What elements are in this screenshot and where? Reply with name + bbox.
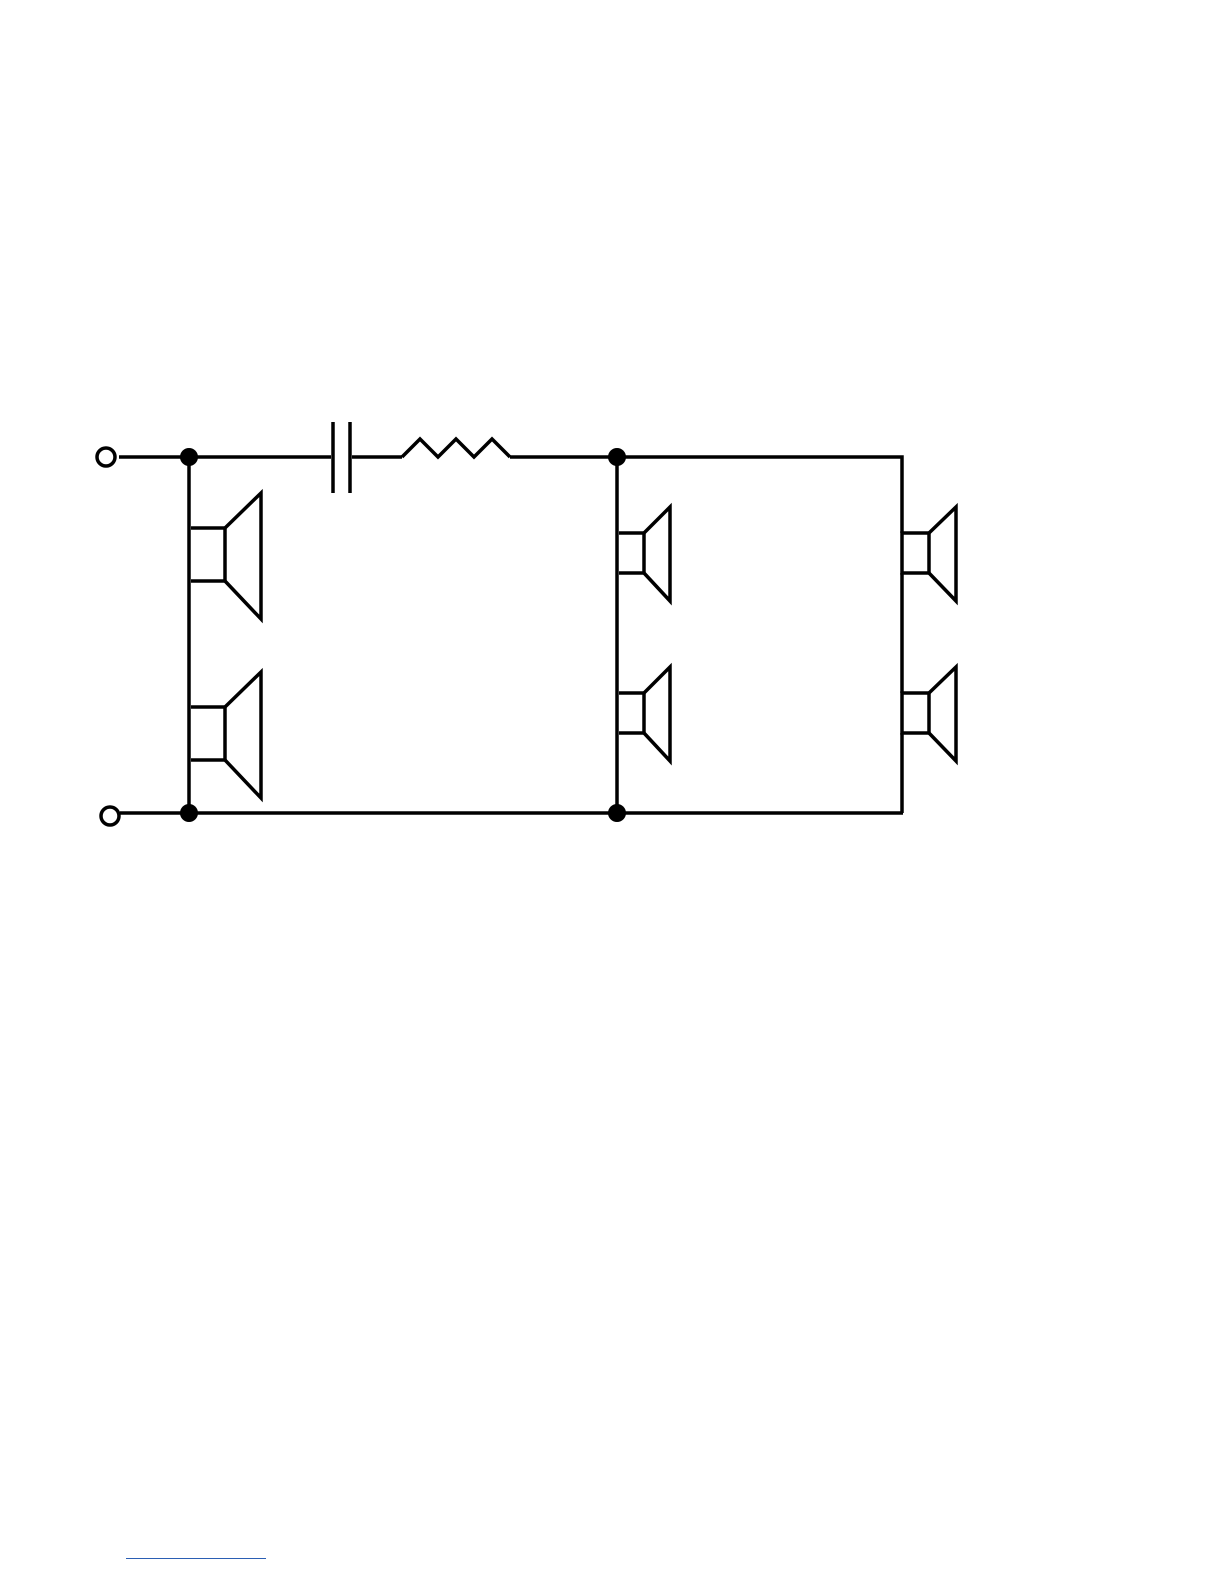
junction-top-left (180, 448, 198, 466)
wire-top-right (510, 457, 902, 533)
junction-top-middle (608, 448, 626, 466)
junction-bottom-left (180, 804, 198, 822)
speaker-2 (191, 672, 261, 798)
input-terminal-top (97, 448, 115, 466)
speaker-5 (902, 507, 956, 601)
speaker-4 (619, 667, 670, 761)
footnote-rule (126, 1558, 266, 1559)
input-terminal-bottom (101, 807, 119, 825)
junction-bottom-middle (608, 804, 626, 822)
resistor (402, 439, 510, 457)
capacitor (333, 422, 350, 493)
speaker-1 (191, 493, 261, 619)
speaker-6 (902, 667, 956, 761)
speaker-3 (619, 507, 670, 601)
